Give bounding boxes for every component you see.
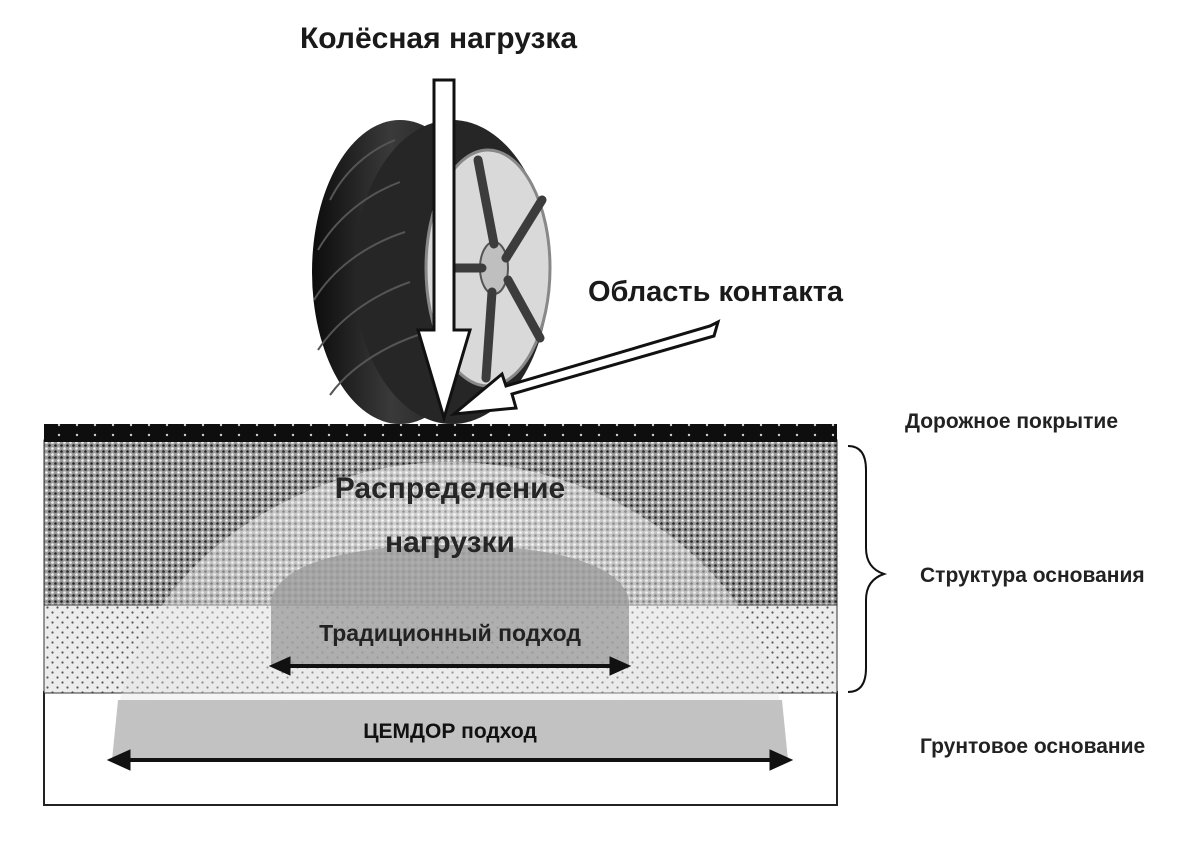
tread-grooves — [313, 139, 419, 396]
wheel-load-label: Колёсная нагрузка — [300, 22, 578, 55]
traditional-approach-label: Традиционный подход — [319, 620, 581, 646]
distribution-inner-dome — [271, 545, 629, 665]
cemdor-width-arrow — [106, 749, 794, 771]
road-surface-label: Дорожное покрытие — [905, 410, 1118, 433]
cemdor-approach-label: ЦЕМДОР подход — [363, 720, 537, 743]
contact-area-arrow — [449, 319, 721, 416]
wheel-spokes — [435, 155, 547, 383]
soil-foundation-label: Грунтовое основание — [920, 735, 1146, 758]
load-distribution-label: Распределение нагрузки — [0, 462, 900, 570]
base-structure-label: Структура основания — [920, 564, 1145, 587]
contact-area-label: Область контакта — [588, 276, 844, 308]
base-structure-brace — [847, 445, 888, 693]
load-distribution-line-2: нагрузки — [385, 526, 515, 559]
wheel-load-arrow — [415, 78, 473, 424]
road-surface-layer — [44, 424, 837, 442]
cemdor-zone — [112, 700, 788, 760]
traditional-width-arrow — [268, 656, 632, 676]
load-distribution-line-1: Распределение — [334, 472, 566, 505]
